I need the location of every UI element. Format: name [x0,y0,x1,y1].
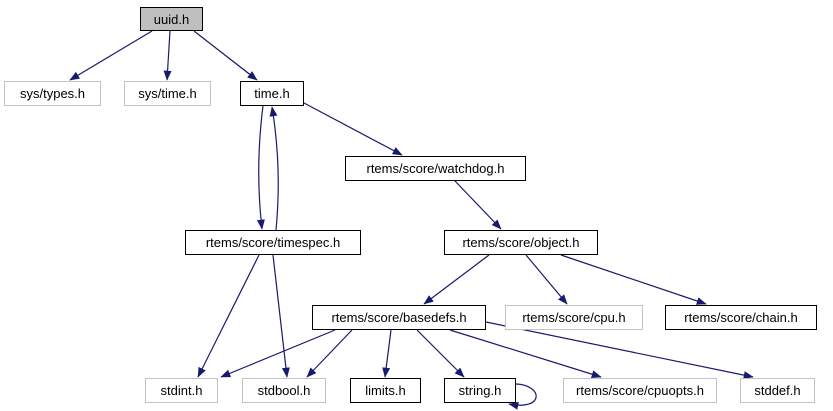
edge-basedefs-string [416,329,465,378]
node-watchdog[interactable]: rtems/score/watchdog.h [345,156,526,181]
edge-object-cpu [525,254,568,305]
edge-basedefs-limits [382,329,392,378]
node-chain[interactable]: rtems/score/chain.h [665,305,817,330]
node-sys_types: sys/types.h [4,81,101,106]
edge-basedefs-stddef [485,321,754,380]
node-time[interactable]: time.h [240,81,304,106]
edge-basedefs-cpuopts [449,329,602,379]
edge-watchdog-object [454,180,502,230]
node-basedefs[interactable]: rtems/score/basedefs.h [312,305,486,330]
node-sys_time: sys/time.h [124,81,211,106]
node-limits[interactable]: limits.h [350,378,421,403]
edge-string-string [508,383,537,410]
node-object[interactable]: rtems/score/object.h [444,230,598,255]
edge-basedefs-stdint [220,329,336,378]
edge-object-chain [560,254,707,305]
node-uuid: uuid.h [140,7,203,31]
edge-timespec-stdbool [272,254,290,378]
edge-uuid-time [193,30,258,81]
edge-timespec-stdint [197,254,260,378]
edge-uuid-sys_time [163,30,172,81]
edge-time-watchdog [303,102,403,156]
node-string[interactable]: string.h [444,378,516,403]
node-cpuopts: rtems/score/cpuopts.h [563,378,717,403]
node-stdbool: stdbool.h [242,378,326,403]
node-stddef: stddef.h [740,378,815,403]
edge-timespec-time [269,106,279,231]
node-timespec[interactable]: rtems/score/timespec.h [185,230,361,255]
node-cpu: rtems/score/cpu.h [505,305,643,330]
edge-uuid-sys_types [69,30,153,81]
node-stdint: stdint.h [145,378,218,403]
edge-object-basedefs [423,254,490,305]
edge-time-timespec [256,105,265,230]
edge-basedefs-stdbool [306,329,353,378]
